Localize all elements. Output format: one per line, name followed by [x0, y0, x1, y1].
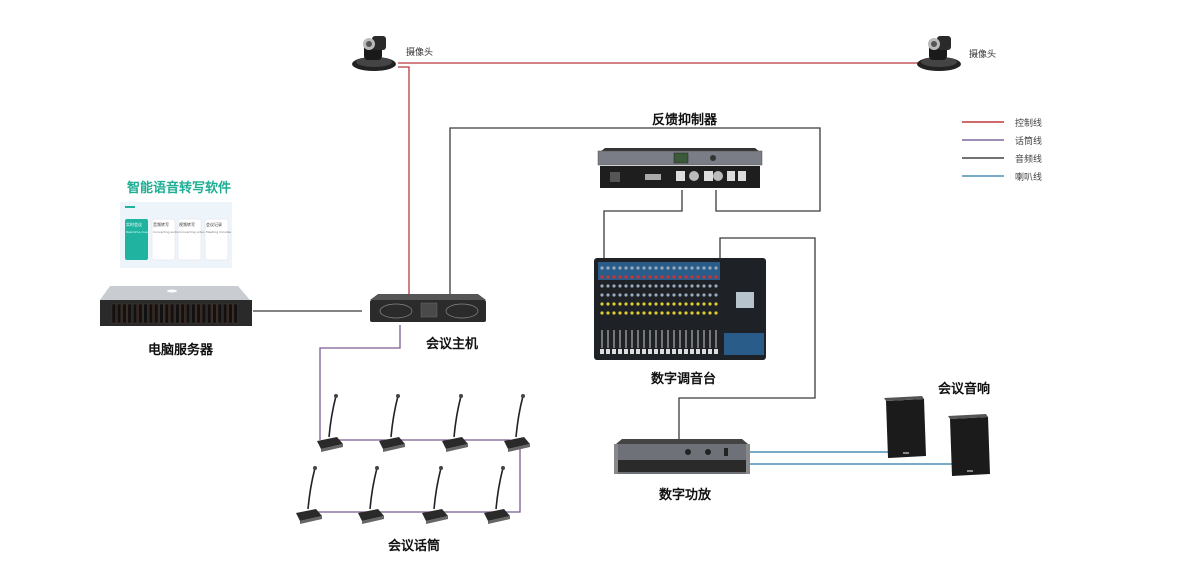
- server-label: 电脑服务器: [148, 343, 214, 358]
- server-drive-bay: [164, 303, 169, 324]
- mic-line-host: [319, 325, 401, 440]
- mixer-channel-strip: [684, 266, 688, 354]
- software-card-3-title: 视频转写: [179, 222, 195, 227]
- server-drive-bay: [207, 303, 212, 324]
- mixer-channel-strip: [648, 266, 652, 354]
- mic-lines: [310, 325, 521, 513]
- speaker-2-icon: [948, 414, 990, 476]
- server-drive-bay: [185, 303, 190, 324]
- software-card-1-title: 实时会议: [126, 222, 142, 227]
- microphone-icon: [504, 394, 530, 452]
- mixer-channel-strip: [600, 266, 604, 354]
- mixer-channel-strip: [636, 266, 640, 354]
- camera-left-label: 摄像头: [406, 48, 434, 58]
- mixer-channel-strip: [618, 266, 622, 354]
- mixer-channel-strip: [630, 266, 634, 354]
- microphone-icon: [358, 466, 384, 524]
- server-drive-bay: [132, 303, 137, 324]
- server-drive-bay: [201, 303, 206, 324]
- server-drive-bay: [143, 303, 148, 324]
- feedback-suppressor-label: 反馈抑制器: [652, 113, 718, 128]
- mixer-channel-strip: [672, 266, 676, 354]
- server-drive-bay: [111, 303, 116, 324]
- microphones-label: 会议话筒: [388, 539, 441, 554]
- server-drive-bay: [170, 303, 175, 324]
- host-label: 会议主机: [426, 337, 479, 352]
- mixer-channel-strip: [612, 266, 616, 354]
- server-drive-bay: [228, 303, 233, 324]
- feedback-suppressor-icon: [597, 148, 763, 188]
- control-line-host: [398, 66, 410, 294]
- microphone-icon: [422, 466, 448, 524]
- mixer-channel-strip: [666, 266, 670, 354]
- server-drive-bay: [122, 303, 127, 324]
- amplifier-label: 数字功放: [659, 488, 712, 503]
- camera-right-icon: [917, 36, 961, 71]
- camera-right-label: 摄像头: [969, 50, 997, 60]
- mixer-channel-strip: [606, 266, 610, 354]
- mixer-channel-strip: [654, 266, 658, 354]
- server-drive-bay: [180, 303, 185, 324]
- software-card-2-sub: Converting audio: [153, 230, 179, 234]
- server-drive-bay: [117, 303, 122, 324]
- mixer-channel-strip: [714, 266, 718, 354]
- server-drive-bay: [148, 303, 153, 324]
- camera-left-icon: [352, 36, 396, 71]
- mixer-label: 数字调音台: [651, 372, 717, 387]
- server-drive-bay: [138, 303, 143, 324]
- software-screenshot: [120, 202, 232, 268]
- audio-line-host-suppressor: [449, 127, 821, 294]
- server-icon: [100, 286, 252, 326]
- microphone-icon: [442, 394, 468, 452]
- amplifier-icon: [614, 439, 750, 474]
- software-card-2-title: 音频转写: [153, 222, 169, 227]
- mixer-channel-strip: [660, 266, 664, 354]
- speaker-lines: [748, 451, 952, 465]
- software-card-4-title: 会议记录: [206, 222, 222, 227]
- microphone-icon: [379, 394, 405, 452]
- software-label: 智能语音转写软件: [127, 181, 232, 196]
- speaker-1-icon: [884, 396, 926, 458]
- server-drive-bay: [196, 303, 201, 324]
- server-drive-bay: [127, 303, 132, 324]
- server-drive-bay: [191, 303, 196, 324]
- server-drive-bay: [159, 303, 164, 324]
- server-drive-bay: [175, 303, 180, 324]
- audio-lines: [253, 127, 821, 440]
- server-drive-bay: [212, 303, 217, 324]
- mixer-channel-strip: [702, 266, 706, 354]
- mic-line-riser: [500, 448, 521, 513]
- microphone-icon: [484, 466, 510, 524]
- microphones-group: [296, 394, 530, 524]
- software-card-3-sub: Converting video: [179, 230, 205, 234]
- legend-control-label: 控制线: [1015, 119, 1043, 129]
- legend-speaker-label: 喇叭线: [1015, 173, 1043, 183]
- conference-host-icon: [370, 294, 486, 322]
- software-card-4-sub: Meeting minutes: [206, 230, 232, 234]
- mixer-channel-strip: [708, 266, 712, 354]
- mixer-channel-strip: [690, 266, 694, 354]
- mixer-channel-strip: [624, 266, 628, 354]
- legend-mic-label: 话筒线: [1015, 137, 1043, 147]
- microphone-icon: [317, 394, 343, 452]
- mixer-icon: [594, 258, 766, 360]
- server-drive-bay: [233, 303, 238, 324]
- audio-line-suppressor-mixer: [603, 190, 683, 260]
- server-drive-bay: [223, 303, 228, 324]
- control-lines: [398, 62, 918, 294]
- server-drive-bay: [217, 303, 222, 324]
- mixer-channel-strip: [696, 266, 700, 354]
- mixer-channel-strip: [678, 266, 682, 354]
- legend-lines: [962, 121, 1004, 177]
- speakers-label: 会议音响: [938, 382, 991, 397]
- mixer-channel-strip: [642, 266, 646, 354]
- audio-line-mixer-amp: [678, 237, 816, 440]
- server-drive-bay: [154, 303, 159, 324]
- software-card-1-sub: Real-time meet: [126, 230, 150, 234]
- legend-audio-label: 音频线: [1015, 155, 1043, 165]
- microphone-icon: [296, 466, 322, 524]
